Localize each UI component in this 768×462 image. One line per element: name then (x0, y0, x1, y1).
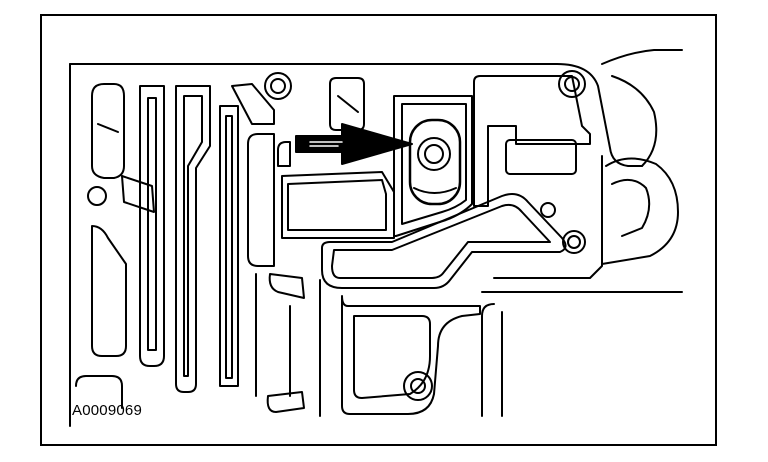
bolt-hole-top-right-inner (564, 76, 580, 92)
lower-frame (319, 279, 481, 417)
lower-right-channel (481, 291, 683, 417)
valve-bore-inner (401, 103, 467, 225)
pocket-top-center (329, 77, 365, 131)
boss-right (601, 157, 679, 265)
passage-left-1-detail (97, 123, 119, 133)
check-valve-base (413, 187, 457, 194)
lower-left-line (255, 273, 291, 397)
passage-left-1 (91, 83, 125, 179)
passage-left-3 (175, 85, 211, 393)
casting-outline (69, 63, 643, 167)
passage-left-2-inner (147, 97, 157, 351)
slot-right (505, 139, 577, 175)
right-edge-lines (493, 155, 603, 279)
check-valve (408, 118, 462, 206)
channel-center-2 (247, 133, 275, 267)
passage-left-3-inner (183, 95, 203, 377)
pocket-top-left (231, 83, 275, 125)
check-ball-outer (417, 137, 451, 171)
illustration-frame: A0009069 (40, 14, 717, 446)
bolt-hole-bottom-inner (410, 378, 426, 394)
bolt-hole-top-right-outer (558, 70, 586, 98)
bolt-hole-top-left-outer (264, 72, 292, 100)
bolt-hole-right-outer (562, 230, 586, 254)
pocket-top-center-detail (337, 95, 359, 113)
chamber-right (473, 75, 591, 207)
pocket-mid (277, 141, 291, 167)
bolt-hole-bottom-outer (403, 371, 433, 401)
lower-left-tab-2 (266, 391, 305, 413)
diagonal-land-inner (331, 203, 551, 279)
passage-left-lower (91, 225, 127, 357)
channel-center-1 (219, 105, 239, 387)
passage-left-bottom (75, 375, 123, 409)
bolt-hole-right-inner (567, 235, 581, 249)
lower-pocket (353, 315, 431, 399)
casting-edge-top-right (601, 49, 683, 65)
boss-right-inner (611, 178, 651, 237)
arrow-highlight (309, 141, 343, 147)
figure-code-label: A0009069 (72, 402, 143, 419)
channel-center-1-inner (225, 115, 233, 379)
bolt-hole-top-left-inner (270, 78, 286, 94)
lower-left-tab (268, 273, 305, 299)
valve-body-drawing (69, 49, 683, 427)
check-ball-inner (424, 144, 444, 164)
casting-edge-right (611, 75, 658, 167)
diagonal-land (321, 193, 567, 289)
passage-notch (121, 175, 155, 213)
arrow-shape (295, 123, 413, 165)
cavity-left-shade (287, 179, 387, 231)
port-left (87, 186, 107, 206)
bolt-hole-mid-right (540, 202, 556, 218)
passage-left-2 (139, 85, 165, 367)
